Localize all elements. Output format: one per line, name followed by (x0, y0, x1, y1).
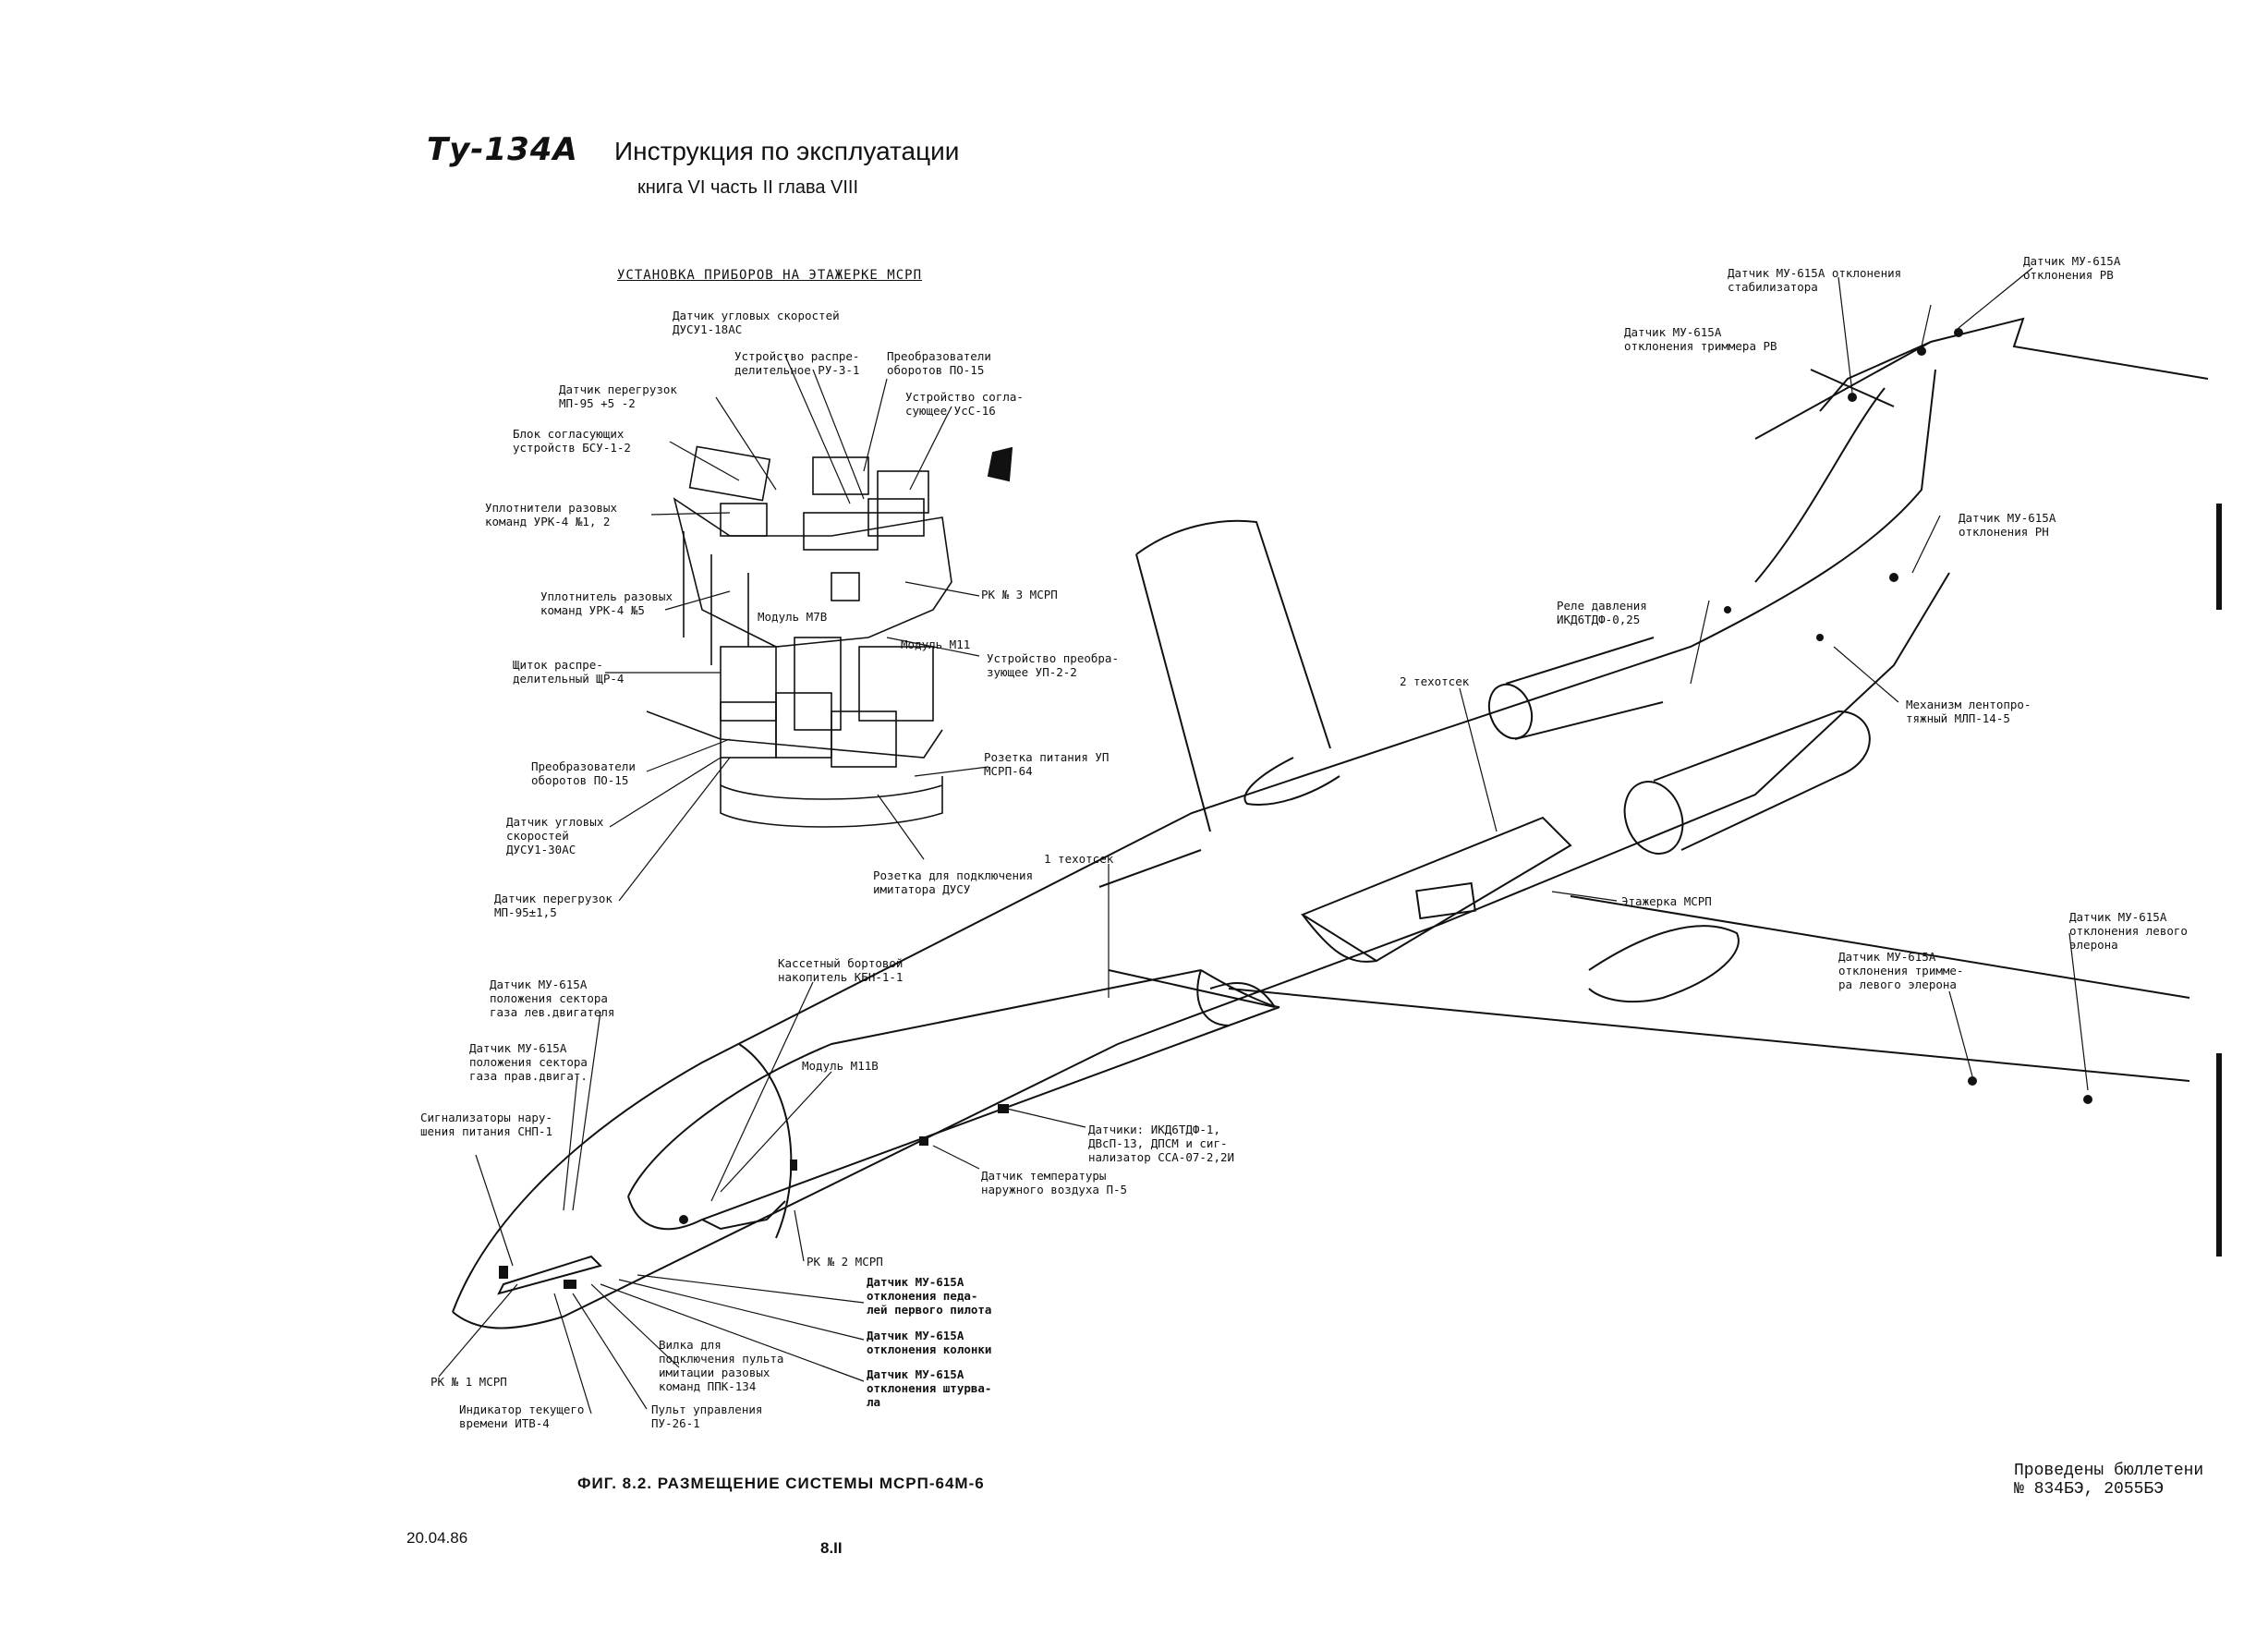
bulletin-line-1: Проведены бюллетени (2014, 1462, 2204, 1480)
label-stab: Датчик МУ-615А отклонения стабилизатора (1728, 266, 1902, 294)
label-snp: Сигнализаторы нару-шения питания СНП-1 (420, 1111, 552, 1138)
label-m11: Модуль М11 (901, 637, 971, 651)
label-rk3: РК № 3 МСРП (981, 588, 1058, 601)
label-bsu: Блок согласующих устройств БСУ-1-2 (513, 427, 631, 455)
label-dusu-18: Датчик угловых скоростей ДУСУ1-18АС (673, 309, 840, 336)
label-wheel: Датчик МУ-615А отклонения штурва-ла (867, 1367, 992, 1409)
label-po-15-bottom: Преобразователи оборотов ПО-15 (531, 759, 636, 787)
label-m11b: Модуль М11В (802, 1059, 879, 1073)
label-left-aileron: Датчик МУ-615А отклонения левого элерона (2069, 910, 2188, 952)
label-dusu-30: Датчик угловых скоростей ДУСУ1-30АС (506, 815, 604, 856)
inset-title: УСТАНОВКА ПРИБОРОВ НА ЭТАЖЕРКЕ МСРП (617, 268, 923, 283)
tech-bay-1 (1098, 849, 1202, 888)
label-p5: Датчик температуры наружного воздуха П-5 (981, 1169, 1128, 1196)
label-ppk-134: Вилка для подключения пульта имитации ра… (659, 1338, 784, 1393)
label-rv: Датчик МУ-615А отклонения РВ (2023, 254, 2121, 282)
label-up-2-2: Устройство преобра-зующее УП-2-2 (987, 651, 1119, 679)
document-date: 20.04.86 (406, 1529, 468, 1547)
bulletin-note: Проведены бюллетени № 834БЭ, 2055БЭ (2014, 1462, 2203, 1499)
label-throttle-left: Датчик МУ-615А положения сектора газа ле… (490, 977, 615, 1019)
document-subtitle: книга VI часть II глава VIII (637, 177, 859, 198)
label-rozetka-up: Розетка питания УП МСРП-64 (984, 750, 1110, 778)
document-title: Инструкция по эксплуатации (614, 137, 960, 165)
label-urk-12: Уплотнители разовых команд УРК-4 №1, 2 (485, 501, 617, 528)
page-number: 8.II (820, 1539, 843, 1557)
label-m7b: Модуль М7В (758, 610, 828, 624)
label-mlp: Механизм лентопро-тяжный МЛП-14-5 (1906, 698, 2031, 725)
label-msrp-shelf: Этажерка МСРП (1621, 894, 1712, 908)
fuselage-outline (452, 369, 1936, 1313)
label-ikd6tdf: Датчики: ИКД6ТДФ-1, ДВсП-13, ДПСМ и сиг-… (1088, 1123, 1235, 1164)
label-techbay-1: 1 техотсек (1044, 852, 1114, 866)
left-wing (1228, 988, 2190, 1082)
label-itv: Индикатор текущего времени ИТВ-4 (459, 1402, 585, 1430)
label-po-15-top: Преобразователи оборотов ПО-15 (887, 349, 991, 377)
label-techbay-2: 2 техотсек (1400, 674, 1470, 688)
label-trim-aileron: Датчик МУ-615А отклонения тримме-ра лево… (1838, 950, 1964, 991)
label-mp-95-bottom: Датчик перегрузок МП-95±1,5 (494, 892, 612, 919)
fuselage-lower (452, 572, 1950, 1330)
bulletin-line-2: № 834БЭ, 2055БЭ (2014, 1480, 2165, 1499)
msrp-shelf-inset (646, 445, 952, 828)
horizontal-stabilizer (1754, 317, 2209, 440)
label-trim-rv: Датчик МУ-615А отклонения триммера РВ (1624, 325, 1777, 353)
label-rk1: РК № 1 МСРП (431, 1375, 507, 1389)
label-ucs-16: Устройство согла-сующее УсС-16 (905, 390, 1024, 418)
label-rele-davleniya: Реле давления ИКД6ТДФ-0,25 (1557, 599, 1647, 626)
logo-text: Ту-134А (427, 131, 578, 168)
label-pu-26: Пульт управления ПУ-26-1 (651, 1402, 763, 1430)
figure-caption: ФИГ. 8.2. РАЗМЕЩЕНИЕ СИСТЕМЫ МСРП-64М-6 (577, 1475, 985, 1492)
label-throttle-right: Датчик МУ-615А положения сектора газа пр… (469, 1041, 588, 1083)
label-rk2: РК № 2 МСРП (807, 1255, 883, 1269)
engine-right (1623, 781, 1684, 855)
msrp-shelf-box (1415, 881, 1476, 920)
label-rn: Датчик МУ-615А отклонения РН (1959, 511, 2056, 539)
label-mp-95-top: Датчик перегрузок МП-95 +5 -2 (559, 382, 677, 410)
label-kbn: Кассетный бортовой накопитель КБН-1-1 (778, 956, 904, 984)
label-column: Датчик МУ-615А отклонения колонки (867, 1329, 992, 1356)
label-rozetka-dusu: Розетка для подключения имитатора ДУСУ (873, 868, 1034, 896)
label-shr-4: Щиток распре-делительный ЩР-4 (513, 658, 625, 686)
label-ru-3: Устройство распре-делительное РУ-3-1 (734, 349, 860, 377)
label-urk-5: Уплотнитель разовых команд УРК-4 №5 (540, 589, 673, 617)
tech-bay-2 (1300, 816, 1572, 963)
label-pedals: Датчик МУ-615А отклонения педа-лей перво… (867, 1275, 992, 1317)
vertical-tail (1135, 519, 1331, 749)
